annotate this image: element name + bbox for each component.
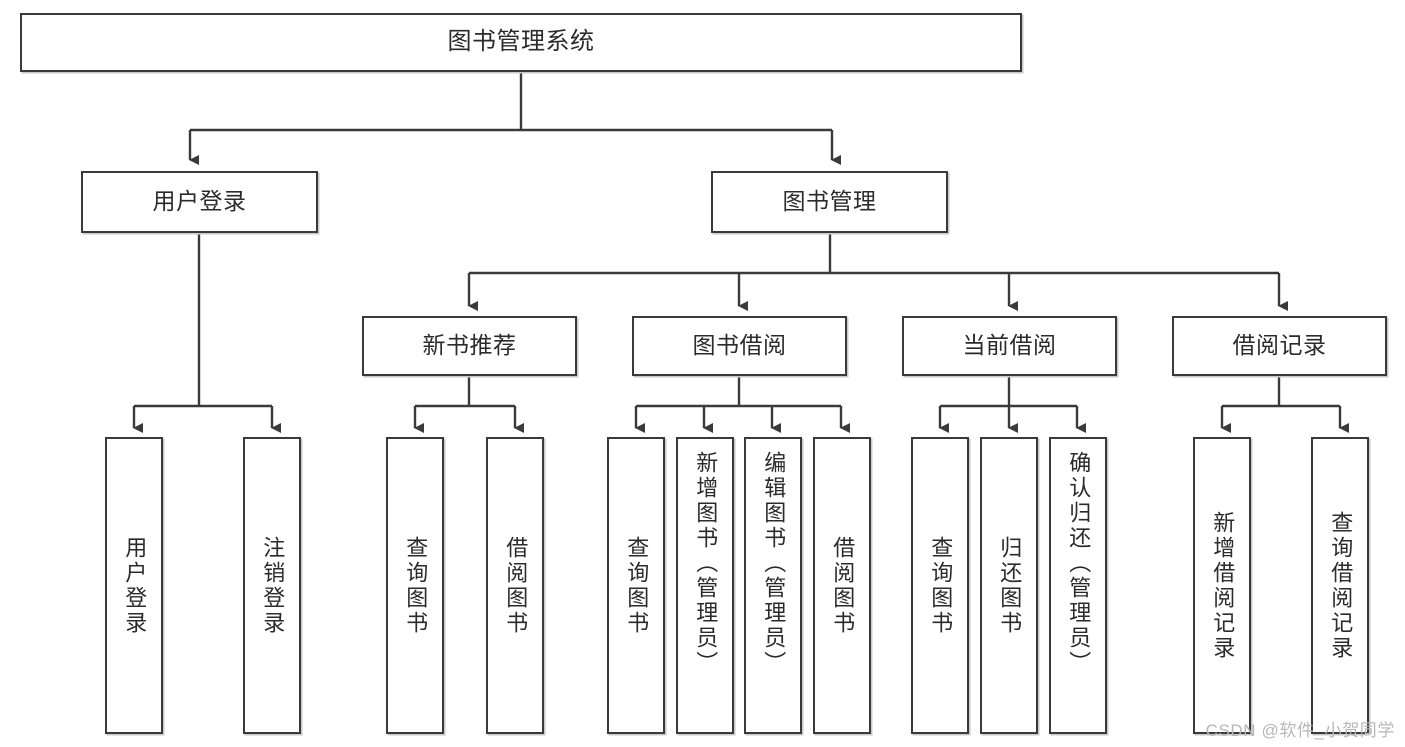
node-label: 图书借阅: [692, 332, 787, 359]
leaf-query-borrowing-record[interactable]: 查询借阅记录: [1311, 437, 1369, 734]
node-label: 查询图书: [403, 535, 429, 636]
node-label: 用户登录: [122, 535, 148, 636]
leaf-edit-book-admin[interactable]: 编辑图书（管理员）: [744, 437, 802, 734]
node-label: 图书管理系统: [447, 28, 595, 56]
node-label: 图书管理: [782, 188, 877, 215]
node-user-login[interactable]: 用户登录: [81, 171, 318, 233]
leaf-add-book-admin[interactable]: 新增图书（管理员）: [676, 437, 734, 734]
node-label: 新书推荐: [422, 332, 517, 359]
leaf-confirm-return-admin[interactable]: 确认归还（管理员）: [1049, 437, 1107, 734]
node-label: 新增借阅记录: [1210, 510, 1236, 661]
node-label: 借阅图书: [830, 535, 856, 636]
node-label: 查询图书: [624, 535, 650, 636]
node-root-book-management-system[interactable]: 图书管理系统: [20, 13, 1022, 72]
node-label: 编辑图书（管理员）: [761, 451, 787, 676]
node-new-book-recommendation[interactable]: 新书推荐: [362, 316, 577, 376]
leaf-user-login[interactable]: 用户登录: [105, 437, 163, 734]
leaf-add-borrowing-record[interactable]: 新增借阅记录: [1193, 437, 1251, 734]
node-label: 用户登录: [152, 188, 247, 215]
node-book-borrowing[interactable]: 图书借阅: [632, 316, 847, 376]
leaf-query-books-current[interactable]: 查询图书: [911, 437, 969, 734]
leaf-borrow-books-recommendation[interactable]: 借阅图书: [486, 437, 544, 734]
node-label: 注销登录: [260, 535, 286, 636]
leaf-logout[interactable]: 注销登录: [243, 437, 301, 734]
node-label: 借阅记录: [1232, 332, 1327, 359]
watermark: CSDN @软件_小贺同学: [1205, 721, 1395, 740]
node-borrowing-records[interactable]: 借阅记录: [1172, 316, 1387, 376]
node-label: 确认归还（管理员）: [1066, 451, 1092, 676]
node-label: 当前借阅: [962, 332, 1057, 359]
node-label: 归还图书: [997, 535, 1023, 636]
node-label: 查询图书: [928, 535, 954, 636]
leaf-query-books-recommendation[interactable]: 查询图书: [386, 437, 444, 734]
leaf-query-books-borrowing[interactable]: 查询图书: [607, 437, 665, 734]
node-label: 新增图书（管理员）: [693, 451, 719, 676]
node-current-borrowing[interactable]: 当前借阅: [902, 316, 1117, 376]
node-label: 借阅图书: [503, 535, 529, 636]
node-book-management[interactable]: 图书管理: [711, 171, 948, 233]
node-label: 查询借阅记录: [1328, 510, 1354, 661]
leaf-return-books[interactable]: 归还图书: [980, 437, 1038, 734]
leaf-borrow-books-borrowing[interactable]: 借阅图书: [813, 437, 871, 734]
